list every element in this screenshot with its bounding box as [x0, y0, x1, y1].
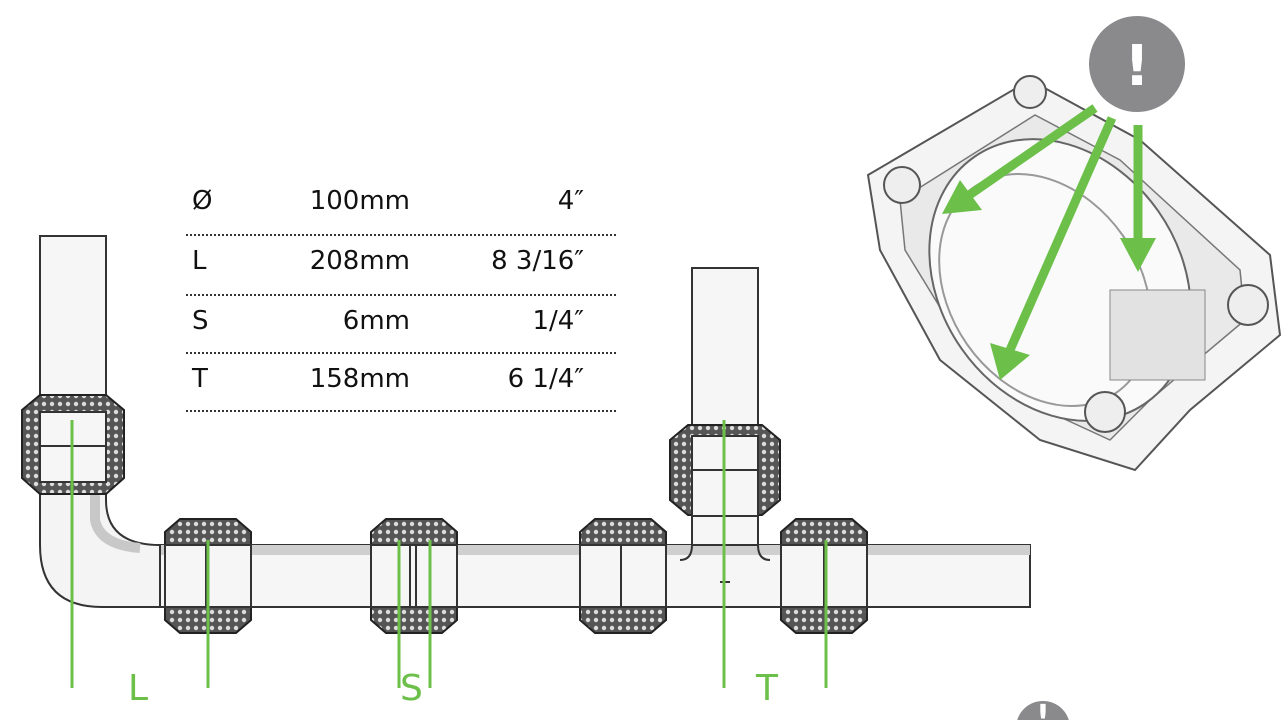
coupling-3 [579, 518, 667, 634]
label-t: T [756, 668, 778, 709]
imperial-value: 8 3/16″ [491, 246, 584, 276]
imperial-value: 6 1/4″ [507, 364, 584, 394]
coupling-4 [780, 518, 868, 634]
coupling-illustration [866, 75, 1282, 472]
dimension-table: Ø 100mm 4″ L 208mm 8 3/16″ S 6mm 1/4″ T … [186, 176, 616, 412]
warning-badge: ! [1089, 16, 1185, 112]
arrows [942, 104, 1156, 380]
warning-symbol-small: ! [1036, 699, 1050, 720]
symbol: S [192, 306, 209, 336]
metric-value: 6mm [342, 306, 410, 336]
symbol: T [192, 364, 208, 394]
table-row: S 6mm 1/4″ [186, 296, 616, 354]
coupling-2 [370, 518, 458, 634]
label-s: S [400, 668, 423, 709]
table-row: T 158mm 6 1/4″ [186, 354, 616, 412]
warning-badge-small: ! [1017, 699, 1069, 720]
metric-value: 208mm [309, 246, 410, 276]
table-row: L 208mm 8 3/16″ [186, 236, 616, 296]
imperial-value: 4″ [557, 186, 584, 216]
metric-value: 158mm [309, 364, 410, 394]
warning-symbol: ! [1124, 34, 1150, 99]
imperial-value: 1/4″ [532, 306, 584, 336]
symbol: Ø [192, 186, 213, 216]
symbol: L [192, 246, 207, 276]
label-l: L [128, 668, 149, 709]
table-row: Ø 100mm 4″ [186, 176, 616, 236]
metric-value: 100mm [309, 186, 410, 216]
dimension-lines [70, 420, 828, 688]
